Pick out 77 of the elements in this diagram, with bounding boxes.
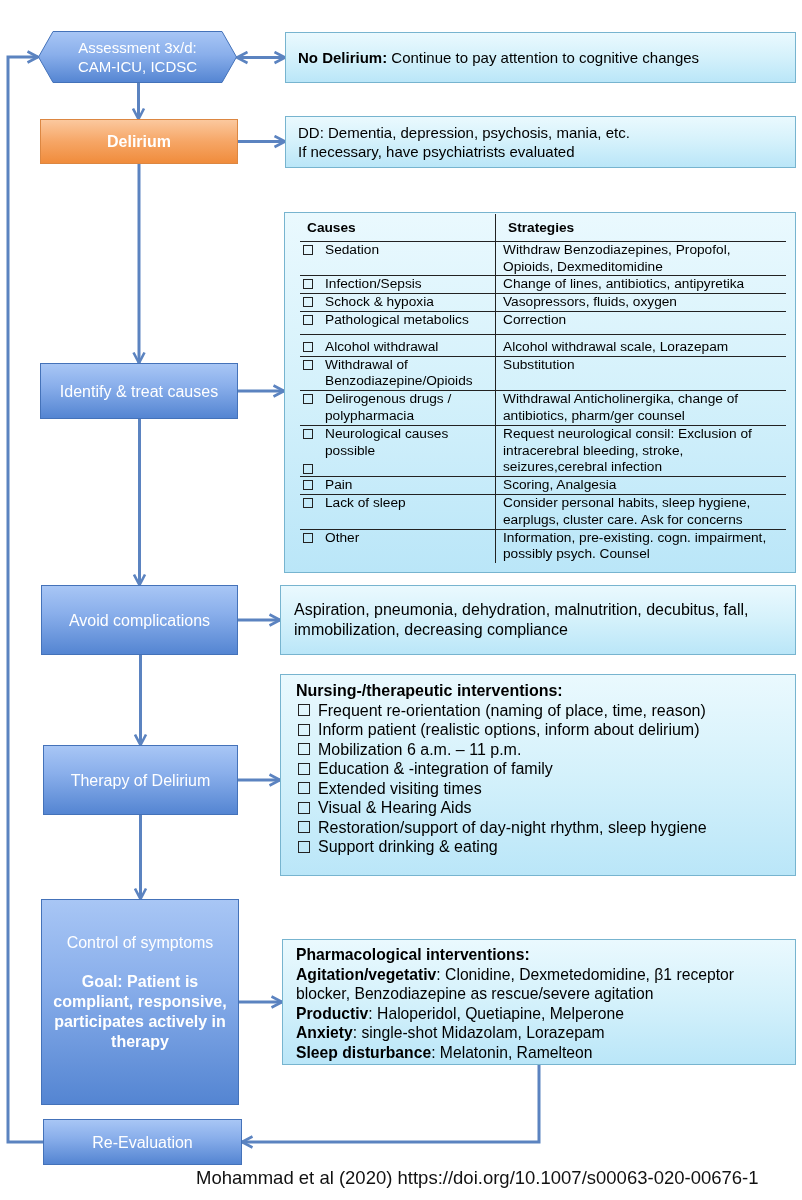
- flow-arrow: [131, 83, 146, 121]
- strategy-text: Withdraw Benzodiazepines, Propofol, Opioids, Dexmeditomidine: [503, 241, 732, 276]
- process-box: [43, 1119, 242, 1165]
- step-label: Control of symptoms: [66, 933, 214, 952]
- list-item: Frequent re-orientation (naming of place, time, reason): [318, 700, 706, 720]
- list-item: Agitation/vegetativ: Clonidine, Dexmetedomidine, β1 receptor blocker, Benzodiazepine as rescue/severe agitation: [296, 964, 735, 1004]
- flow-arrow: [238, 613, 282, 627]
- note-text: No Delirium: Continue to pay attention to cognitive changes: [298, 48, 701, 67]
- note-text: DD: Dementia, depression, psychosis, mania, etc.: [298, 123, 631, 142]
- strategy-text: Substitution: [503, 356, 576, 374]
- cause-text: Neurological causes possible: [325, 425, 450, 460]
- process-box: [40, 363, 238, 419]
- cause-text: Alcohol withdrawal: [325, 338, 439, 356]
- process-box: [43, 745, 238, 815]
- list-heading: Pharmacological interventions:: [296, 945, 531, 965]
- flow-arrow: [240, 1065, 541, 1149]
- note-box: [280, 585, 796, 655]
- process-box: [41, 585, 238, 655]
- flow-arrow: [235, 50, 287, 65]
- list-item: Restoration/support of day-night rhythm, sleep hygiene: [318, 817, 707, 837]
- goal-text: Goal: Patient is compliant, responsive, participates actively in therapy: [52, 972, 228, 1052]
- note-text: If necessary, have psychiatrists evaluated: [298, 142, 576, 161]
- list-item: Education & -integration of family: [318, 759, 553, 779]
- step-label: Therapy of Delirium: [70, 770, 211, 790]
- cause-text: Pain: [325, 477, 353, 494]
- strategy-text: Information, pre-existing. cogn. impairment, possibly psych. Counsel: [503, 529, 768, 564]
- column-header: Causes: [307, 220, 356, 235]
- flow-arrow: [6, 50, 43, 1144]
- cause-text: Infection/Sepsis: [325, 276, 422, 294]
- cause-text: Schock & hypoxia: [325, 294, 434, 311]
- flow-arrow: [238, 773, 282, 787]
- note-text: Aspiration, pneumonia, dehydration, malnutrition, decubitus, fall, immobilization, decreasing compliance: [294, 600, 750, 640]
- flow-arrow: [238, 384, 286, 398]
- strategy-text: Alcohol withdrawal scale, Lorazepam: [503, 338, 730, 356]
- list-item: Visual & Hearing Aids: [318, 798, 472, 818]
- flow-arrow: [132, 164, 146, 365]
- cause-text: Other: [325, 529, 360, 547]
- step-label: Delirium: [107, 132, 171, 151]
- flow-arrow: [132, 419, 147, 587]
- list-item: Anxiety: single-shot Midazolam, Lorazepam: [296, 1023, 606, 1043]
- column-header: Strategies: [508, 220, 575, 235]
- list-item: Productiv: Haloperidol, Quetiapine, Melperone: [296, 1003, 625, 1023]
- cause-text: Withdrawal of Benzodiazepine/Opioids: [325, 356, 474, 391]
- cause-text: Pathological metabolics: [325, 312, 469, 329]
- flow-arrow: [239, 995, 284, 1009]
- strategy-text: Scoring, Analgesia: [503, 477, 618, 494]
- cause-text: Sedation: [325, 241, 380, 259]
- checklist-panel: [280, 674, 796, 876]
- strategy-text: Consider personal habits, sleep hygiene, earplugs, cluster care. Ask for concerns: [503, 494, 752, 529]
- list-item: Inform patient (realistic options, inform about delirium): [318, 720, 700, 740]
- cause-text: Delirogenous drugs / polypharmacia: [325, 391, 453, 425]
- step-label: Avoid complications: [68, 610, 211, 630]
- flow-arrow: [238, 134, 287, 149]
- process-box: [41, 899, 239, 1105]
- list-item: Extended visiting times: [318, 778, 482, 798]
- list-heading: Nursing-/therapeutic interventions:: [296, 681, 564, 701]
- process-box: [40, 119, 238, 164]
- step-label: Identify & treat causes: [59, 381, 219, 401]
- note-box: [282, 939, 796, 1065]
- citation-caption: Mohammad et al (2020) https://doi.org/10.1007/s00063-020-00676-1: [196, 1167, 759, 1189]
- strategy-text: Correction: [503, 312, 568, 329]
- note-box: [285, 116, 796, 168]
- note-box: [285, 32, 796, 83]
- strategy-text: Change of lines, antibiotics, antipyretika: [503, 276, 746, 294]
- process-hexagon: [38, 31, 237, 83]
- list-item: Mobilization 6 a.m. – 11 p.m.: [318, 739, 522, 759]
- strategy-text: Vasopressors, fluids, oxygen: [503, 294, 678, 311]
- list-item: Support drinking & eating: [318, 837, 498, 857]
- step-label: Re-Evaluation: [92, 1132, 193, 1152]
- flow-arrow: [133, 815, 148, 901]
- cause-text: Lack of sleep: [325, 494, 406, 512]
- strategy-text: Request neurological consil: Exclusion of intracerebral bleeding, stroke, seizures,cerebral infection: [503, 425, 753, 477]
- list-item: Sleep disturbance: Melatonin, Ramelteon: [296, 1042, 594, 1062]
- step-label: Assessment 3x/d: CAM-ICU, ICDSC: [76, 38, 199, 76]
- strategy-text: Withdrawal Anticholinergika, change of antibiotics, pharm/ger counsel: [503, 391, 740, 425]
- flow-arrow: [133, 655, 148, 747]
- table-panel: [284, 212, 796, 573]
